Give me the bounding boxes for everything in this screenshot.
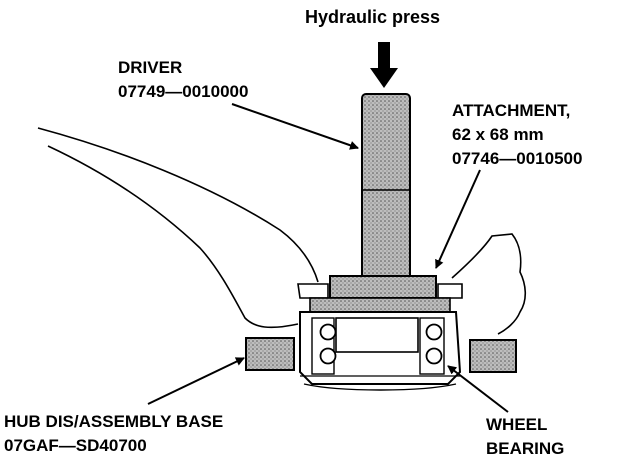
driver-tool bbox=[361, 93, 411, 281]
attachment-label: ATTACHMENT, bbox=[452, 101, 570, 120]
attachment-size: 62 x 68 mm bbox=[452, 125, 544, 144]
base-label: HUB DIS/ASSEMBLY BASE bbox=[4, 412, 223, 431]
base-part-number: 07GAF—SD40700 bbox=[4, 436, 147, 455]
knuckle-outline bbox=[37, 127, 319, 329]
wheel-bearing bbox=[299, 311, 462, 391]
attachment-part-number: 07746—0010500 bbox=[452, 149, 582, 168]
bearing-label-line1: WHEEL bbox=[486, 415, 547, 434]
knuckle-outline-right bbox=[451, 233, 527, 335]
driver-part-number: 07749—0010000 bbox=[118, 82, 248, 101]
press-arrow-icon bbox=[370, 42, 398, 88]
assembly-base bbox=[245, 337, 517, 373]
bearing-label-line2: BEARING bbox=[486, 439, 564, 458]
attachment-tool bbox=[329, 275, 437, 299]
press-label: Hydraulic press bbox=[305, 7, 440, 27]
hub-flange bbox=[297, 283, 463, 313]
base-leader-arrow bbox=[147, 357, 245, 405]
attachment-leader-arrow bbox=[435, 169, 481, 269]
bearing-leader-arrow bbox=[447, 365, 509, 413]
driver-label: DRIVER bbox=[118, 58, 182, 77]
driver-leader-arrow bbox=[231, 103, 359, 150]
